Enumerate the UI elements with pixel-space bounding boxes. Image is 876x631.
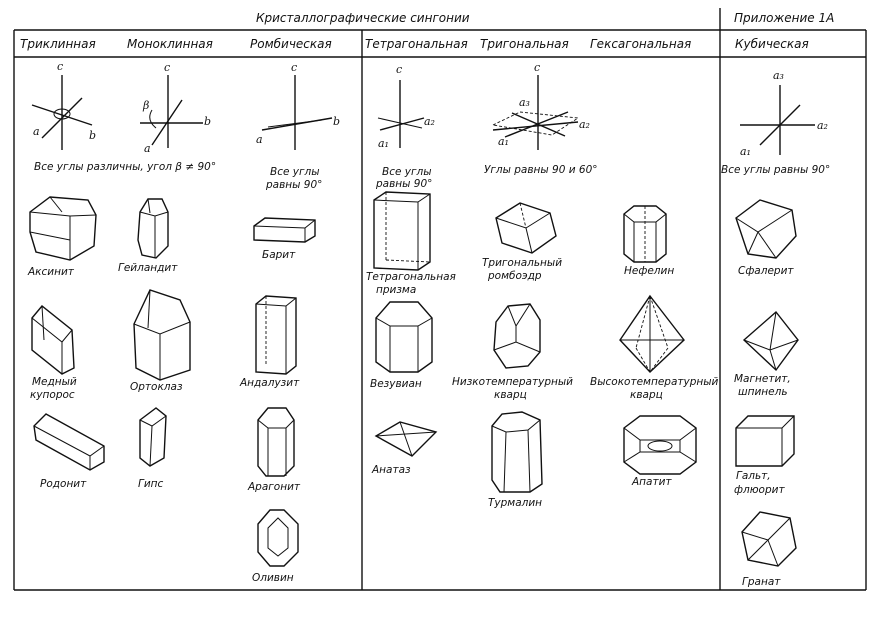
axis-label-beta: β: [143, 99, 150, 112]
angle-note-tetragonal: Все углы: [382, 166, 432, 178]
column-header-triclinic: Триклинная: [20, 37, 96, 51]
mineral-label-apatite: Апатит: [632, 476, 672, 488]
tourmaline-crystal: [491, 411, 543, 493]
apatite-crystal: [623, 415, 697, 475]
axis-label-c: c: [534, 61, 541, 74]
mineral-label-barite: Барит: [262, 249, 296, 261]
orthorhombic-axes-diagram: [261, 75, 333, 150]
mineral-label-andalusite: Андалузит: [240, 377, 300, 389]
table-frame: [13, 8, 867, 591]
aragonite-crystal: [257, 407, 295, 477]
mineral-label-vesuvianite: Везувиан: [370, 378, 422, 390]
cubic-axes-diagram: [740, 85, 815, 155]
nepheline-crystal: [623, 205, 667, 263]
mineral-label-heulandite: Гейландит: [118, 262, 178, 274]
mineral-label-orthoclase: Ортоклаз: [130, 381, 183, 393]
axis-label-b: b: [333, 115, 341, 128]
axis-label-c: c: [164, 61, 171, 74]
mineral-label-garnet: Гранат: [742, 576, 781, 588]
andalusite-crystal: [255, 295, 297, 375]
mineral-label-galena: флюорит: [734, 484, 785, 496]
axis-label-a: a: [144, 142, 151, 155]
page-title: Кристаллографические сингонии: [256, 11, 470, 25]
mineral-label-aragonite: Арагонит: [248, 481, 301, 493]
axis-label-a1: a₁: [740, 145, 751, 158]
axis-label-b: b: [89, 129, 97, 142]
angle-note-orthorhombic: равны 90°: [266, 179, 323, 191]
copper-vitriol-crystal: [31, 305, 75, 375]
mineral-label-magnetite: Магнетит,: [734, 373, 791, 385]
axis-label-b: b: [204, 115, 212, 128]
mineral-label-magnetite: шпинель: [738, 386, 788, 398]
column-header-monoclinic: Моноклинная: [127, 37, 213, 51]
mineral-label-tetragonal-prism: призма: [376, 284, 417, 296]
mineral-label-high-temperature-quartz: Высокотемпературный: [590, 376, 719, 388]
angle-note-cubic: Все углы равны 90°: [721, 164, 831, 176]
mineral-label-olivine: Оливин: [252, 572, 294, 584]
axis-label-c: c: [396, 63, 403, 76]
axis-label-a: a: [33, 125, 40, 138]
mineral-label-nepheline: Нефелин: [624, 265, 675, 277]
axis-label-a3: a₃: [773, 69, 784, 82]
mineral-label-tourmaline: Турмалин: [488, 497, 543, 509]
orthoclase-crystal: [133, 289, 191, 381]
mineral-label-axinite: Аксинит: [28, 266, 74, 278]
appendix-label: Приложение 1А: [734, 11, 835, 25]
mineral-label-sphalerite: Сфалерит: [738, 265, 794, 277]
barite-crystal: [253, 217, 316, 243]
heulandite-crystal: [137, 198, 169, 259]
trigonal-rhombohedron-crystal: [495, 202, 557, 254]
olivine-crystal: [257, 509, 299, 567]
mineral-label-copper-vitriol: Медный: [32, 376, 77, 388]
axis-label-a3: a₃: [519, 96, 530, 109]
angle-note-trigonal: Углы равны 90 и 60°: [484, 164, 598, 176]
anatase-crystal: [374, 421, 438, 457]
triclinic-axes-diagram: [31, 75, 93, 150]
mineral-label-copper-vitriol: купорос: [30, 389, 75, 401]
angle-note-orthorhombic: Все углы: [270, 166, 320, 178]
trigonal-axes-diagram: [491, 75, 580, 150]
garnet-crystal: [741, 511, 797, 567]
high-temperature-quartz-crystal: [619, 294, 685, 373]
mineral-label-galena: Гальт,: [736, 470, 771, 482]
mineral-label-gypsum: Гипс: [138, 478, 164, 490]
axis-label-a1: a₁: [498, 135, 509, 148]
monoclinic-axes-diagram: [140, 75, 203, 148]
axis-label-a: a: [256, 133, 263, 146]
low-temperature-quartz-crystal: [493, 303, 541, 369]
mineral-label-low-temperature-quartz: Низкотемпературный: [452, 376, 573, 388]
axis-label-a2: a₂: [579, 118, 590, 131]
column-header-trigonal: Тригональная: [480, 37, 569, 51]
mineral-label-low-temperature-quartz: кварц: [494, 389, 527, 401]
galena-crystal: [735, 415, 795, 467]
angle-note-triclinic: Все углы различны, угол β ≠ 90°: [34, 161, 217, 173]
axinite-crystal: [29, 196, 97, 261]
column-header-cubic: Кубическая: [735, 37, 809, 51]
mineral-label-anatase: Анатаз: [372, 464, 411, 476]
axis-label-c: c: [291, 61, 298, 74]
magnetite-crystal: [742, 310, 799, 372]
column-header-orthorhombic: Ромбическая: [250, 37, 332, 51]
axis-label-c: c: [57, 60, 64, 73]
tetragonal-axes-diagram: [377, 80, 425, 148]
mineral-label-rhodonite: Родонит: [40, 478, 87, 490]
axis-label-a2: a₂: [424, 115, 435, 128]
vesuvianite-crystal: [375, 301, 433, 373]
column-header-hexagonal: Гексагональная: [590, 37, 692, 51]
column-header-tetragonal: Тетрагональная: [365, 37, 468, 51]
angle-note-tetragonal: равны 90°: [376, 178, 433, 190]
axis-label-a1: a₁: [378, 137, 389, 150]
sphalerite-crystal: [735, 199, 797, 259]
mineral-label-trigonal-rhombohedron: ромбоэдр: [488, 270, 542, 282]
mineral-label-trigonal-rhombohedron: Тригональный: [482, 257, 563, 269]
tetragonal-prism-crystal: [373, 191, 431, 271]
mineral-label-high-temperature-quartz: кварц: [630, 389, 663, 401]
gypsum-crystal: [139, 407, 167, 467]
rhodonite-crystal: [33, 413, 105, 471]
axis-label-a2: a₂: [817, 119, 828, 132]
mineral-label-tetragonal-prism: Тетрагональная: [366, 271, 456, 283]
